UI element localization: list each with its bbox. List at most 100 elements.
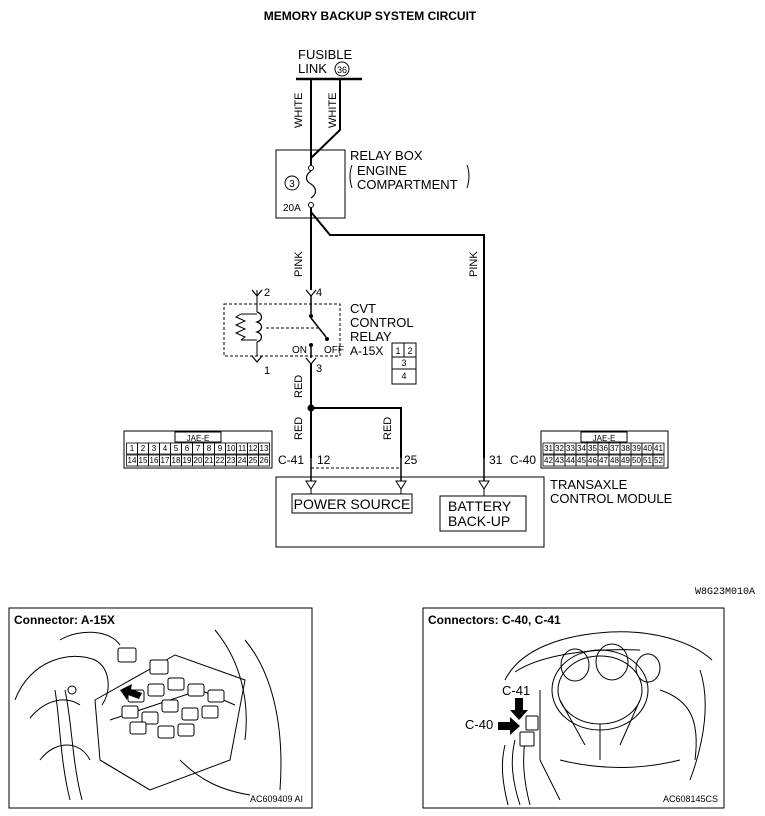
- photo-left-title: Connector: A-15X: [14, 613, 115, 627]
- c40-cavity-31: 31: [544, 444, 553, 453]
- wire-color-red-1: RED: [293, 375, 305, 398]
- c41-cavity-24: 24: [238, 456, 247, 465]
- c40-cavity-34: 34: [577, 444, 586, 453]
- red-wire-to-pin25: [311, 407, 402, 458]
- c41-cavity-6: 6: [185, 444, 190, 453]
- c40-cavity-35: 35: [588, 444, 597, 453]
- relay-pin-4: 4: [316, 287, 322, 299]
- c41-cavity-box-13: [258, 442, 270, 455]
- c41-label: C-41: [278, 453, 304, 467]
- relay-box-label-2: ENGINE: [357, 163, 407, 178]
- relay-on-contact: [309, 343, 313, 347]
- a15x-cavity-1: 1: [395, 346, 400, 356]
- battery-backup-label-1: BATTERY: [448, 498, 512, 514]
- c40-cavity-box-52: [652, 454, 665, 467]
- fuse-rating: 20A: [283, 203, 301, 214]
- c41-cavity-17: 17: [161, 456, 170, 465]
- wire-color-pink-2: PINK: [468, 251, 480, 277]
- relay-box-paren-right: [466, 164, 470, 189]
- c40-cavity-41: 41: [654, 444, 663, 453]
- relay-coil: [255, 311, 263, 343]
- c40-cavity-46: 46: [588, 456, 597, 465]
- c40-cavity-38: 38: [621, 444, 630, 453]
- tcm-pin-25: 25: [404, 453, 418, 467]
- c40-cavity-50: 50: [632, 456, 641, 465]
- c40-cavity-37: 37: [610, 444, 619, 453]
- wire-color-white-1: WHITE: [293, 93, 305, 128]
- c41-cavity-4: 4: [163, 444, 168, 453]
- tcm-pin-12: 12: [317, 453, 331, 467]
- c41-cavity-box-26: [258, 454, 270, 467]
- c40-cavity-51: 51: [643, 456, 652, 465]
- wire-color-red-2: RED: [293, 417, 305, 440]
- battery-backup-label-2: BACK-UP: [448, 513, 510, 529]
- wire-color-white-2: WHITE: [327, 93, 339, 128]
- a15x-cavity-3: 3: [401, 358, 406, 368]
- fuse-number: 3: [289, 179, 295, 190]
- fuse-symbol: [305, 170, 317, 199]
- c41-connector-code: JAE-E: [187, 434, 210, 443]
- relay-pin-1: 1: [264, 365, 270, 377]
- c40-cavity-48: 48: [610, 456, 619, 465]
- c40-cavity-39: 39: [632, 444, 641, 453]
- c40-cavity-45: 45: [577, 456, 586, 465]
- cvt-relay-label-3: RELAY: [350, 329, 392, 344]
- fusible-link-number: 36: [337, 65, 347, 75]
- relay-resistor: [234, 313, 247, 341]
- tcm-pin-31: 31: [489, 453, 503, 467]
- c41-cavity-23: 23: [227, 456, 236, 465]
- c40-cavity-40: 40: [643, 444, 652, 453]
- c41-cavity-25: 25: [249, 456, 258, 465]
- c41-cavity-11: 11: [238, 444, 247, 453]
- c41-cavity-2: 2: [141, 444, 146, 453]
- photo-right-title: Connectors: C-40, C-41: [428, 613, 561, 627]
- battery-backup-box: [439, 495, 527, 532]
- c41-cavity-15: 15: [139, 456, 148, 465]
- relay-on-label: ON: [292, 345, 307, 356]
- c41-cavity-16: 16: [150, 456, 159, 465]
- relay-switch-arm: [310, 317, 327, 338]
- tcm-label-2: CONTROL MODULE: [550, 491, 673, 506]
- c40-label: C-40: [510, 453, 536, 467]
- cvt-relay-label-2: CONTROL: [350, 315, 414, 330]
- diagram-code: W8G23M010A: [695, 587, 755, 598]
- c41-cavity-10: 10: [227, 444, 236, 453]
- fuse-number-circle: [284, 175, 300, 191]
- connectors-c40-c41-photo: [422, 607, 725, 809]
- relay-box-label-1: RELAY BOX: [350, 148, 423, 163]
- fusible-link-number-circle: [334, 61, 350, 77]
- tcm-label-1: TRANSAXLE: [550, 477, 628, 492]
- relay-pin-2: 2: [264, 287, 270, 299]
- white-wire-right: [310, 80, 341, 159]
- c41-cavity-20: 20: [194, 456, 203, 465]
- tcm-box: [275, 476, 545, 548]
- c40-cavity-49: 49: [621, 456, 630, 465]
- c40-cavity-36: 36: [599, 444, 608, 453]
- relay-off-contact: [325, 337, 329, 341]
- cvt-relay-label-1: CVT: [350, 301, 376, 316]
- c41-cavity-7: 7: [196, 444, 201, 453]
- c41-cavity-18: 18: [172, 456, 181, 465]
- photo-left-code: AC609409 AI: [250, 794, 303, 804]
- photo-right-code: AC608145CS: [663, 794, 718, 804]
- relay-box-paren-left: [349, 164, 353, 189]
- c40-cavity-43: 43: [555, 456, 564, 465]
- fusible-link-label-1: FUSIBLE: [298, 47, 353, 62]
- wire-color-red-3: RED: [382, 417, 394, 440]
- relay-pin1-arrow: [251, 355, 263, 363]
- c41-cavity-9: 9: [218, 444, 223, 453]
- c40-cavity-33: 33: [566, 444, 575, 453]
- relay-pin-3: 3: [316, 363, 322, 375]
- relay-pin3-arrow: [305, 357, 317, 365]
- power-source-label: POWER SOURCE: [294, 496, 411, 512]
- c41-cavity-26: 26: [260, 456, 269, 465]
- wire-color-pink-1: PINK: [293, 251, 305, 277]
- c41-cavity-21: 21: [205, 456, 214, 465]
- c41-cavity-5: 5: [174, 444, 179, 453]
- c41-cavity-13: 13: [260, 444, 269, 453]
- cvt-relay-box: [223, 303, 341, 357]
- c40-cavity-44: 44: [566, 456, 575, 465]
- tcm-pin31-terminal: [478, 480, 490, 490]
